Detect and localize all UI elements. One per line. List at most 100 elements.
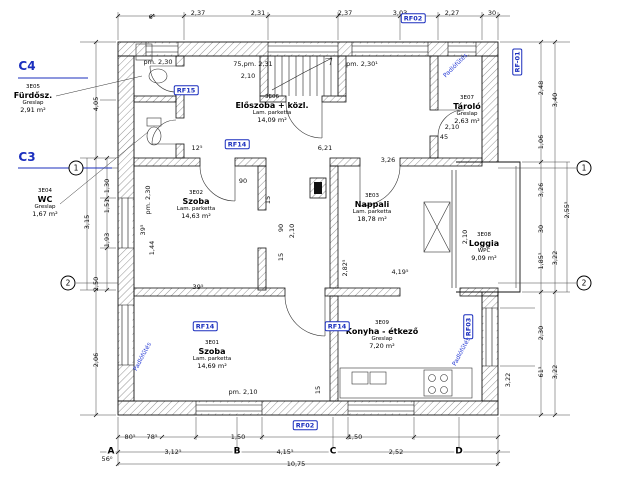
dimension-label: 39⁵ xyxy=(138,224,147,236)
dimension-label: 4,15⁵ xyxy=(276,447,294,456)
leader-lines xyxy=(55,75,149,205)
dimension-label: 2,82⁵ xyxy=(340,259,349,277)
dimension-label: 2,50 xyxy=(91,276,100,292)
room-name: Nappali xyxy=(354,199,390,209)
dimension-label: 3,22 xyxy=(550,250,559,266)
dimension-label: 15 xyxy=(313,385,322,395)
dimension-label: 3,26 xyxy=(380,155,396,164)
grid-bubble: 1 xyxy=(576,160,592,176)
room-name: Fürdősz. xyxy=(13,90,53,100)
dimension-label: 2,52 xyxy=(388,447,404,456)
room-name: Tároló xyxy=(453,101,481,111)
dimension-label: 1,93 xyxy=(102,232,111,248)
dimension-label: 6,21 xyxy=(317,143,333,152)
windows xyxy=(118,42,498,415)
dimension-label: 30 xyxy=(487,8,497,17)
dimension-label: 78⁵ xyxy=(146,432,158,441)
room-area: 2,91 m² xyxy=(20,105,46,114)
room-name: Szoba xyxy=(198,346,226,356)
dimension-label: 3,22 xyxy=(503,372,512,388)
rf-tag: RF03 xyxy=(463,314,473,340)
dimension-label: 45 xyxy=(439,132,449,141)
inner-walls xyxy=(133,55,499,402)
room-name: WC xyxy=(37,194,53,204)
dimension-label: 3,03 xyxy=(392,8,408,17)
dimension-label: 1,44 xyxy=(147,240,156,256)
grid-letter: C xyxy=(328,446,338,457)
room-area: 14,69 m² xyxy=(197,361,227,370)
dimension-label: 3,26 xyxy=(536,182,545,198)
grid-letter: B xyxy=(232,446,242,457)
stairs xyxy=(267,56,339,96)
bathroom-fixtures xyxy=(135,43,168,146)
rf-tag: RF14 xyxy=(224,139,250,149)
grid-letter: D xyxy=(454,446,464,457)
room-name: Szoba xyxy=(182,196,210,206)
dimension-label: 2,10 xyxy=(460,229,469,245)
room-area: 18,78 m² xyxy=(357,214,387,223)
dimension-label: 80⁵ xyxy=(124,432,136,441)
room-floor: Greslap xyxy=(456,111,478,118)
dimension-label: 2,55⁵ xyxy=(562,201,571,219)
room-name: Előszoba + közl. xyxy=(235,100,309,110)
dimension-label: 61⁵ xyxy=(536,366,545,378)
rf-tag: RF02 xyxy=(400,13,426,23)
dimension-label: 1,06 xyxy=(536,134,545,150)
dimension-label: 90 xyxy=(238,176,248,185)
section-marker: C3 xyxy=(18,150,36,164)
grid-bubble: 2 xyxy=(576,275,592,291)
door-arcs xyxy=(149,65,465,337)
rf-tag: RF-01 xyxy=(512,48,522,76)
dimension-label: 3,15 xyxy=(82,214,91,230)
dimension-label: pm. 2,30 xyxy=(143,185,152,215)
room-area: 2,63 m² xyxy=(454,116,480,125)
grid-letter: A xyxy=(106,446,116,457)
dimension-label: 30 xyxy=(536,224,545,234)
dimension-label: 2,31 xyxy=(250,8,266,17)
dimension-label: 3,40 xyxy=(550,92,559,108)
dimension-label: 1,50 xyxy=(230,432,246,441)
dimension-label: pm. 2,30 xyxy=(143,57,173,66)
room-floor: Greslap xyxy=(34,204,56,211)
dimension-label: pm. 2,10 xyxy=(228,387,258,396)
dimension-label: 2,30 xyxy=(536,325,545,341)
rf-tag: RF14 xyxy=(324,321,350,331)
dimension-label: 75,pm. 2,31 xyxy=(233,59,273,68)
dimension-label: 4,05 xyxy=(91,96,100,112)
room-floor: Greslap xyxy=(22,100,44,107)
section-lines xyxy=(18,77,112,169)
dimension-label: 39⁵ xyxy=(192,282,204,291)
dimension-label: 56⁰ xyxy=(101,454,113,463)
room-code: 3E01 xyxy=(205,340,219,346)
room-floor: WPC xyxy=(477,248,491,255)
grid-bubble: 2 xyxy=(60,275,76,291)
dimension-label: 1,51 xyxy=(102,198,111,214)
dimension-label: 2,48 xyxy=(536,80,545,96)
dimension-label: 4,19⁵ xyxy=(391,267,409,276)
dimension-label: pm. 2,30¹ xyxy=(346,59,378,68)
rf-tag: RF02 xyxy=(292,420,318,430)
room-name: Loggia xyxy=(468,238,500,248)
loggia-outline xyxy=(451,161,521,293)
room-code: 3E04 xyxy=(38,188,52,194)
dimension-label: 2,27 xyxy=(444,8,460,17)
dimension-label: 2,37 xyxy=(337,8,353,17)
dimension-label: 6⁰ xyxy=(148,12,156,21)
room-code: 3E07 xyxy=(460,95,474,101)
room-area: 14,63 m² xyxy=(181,211,211,220)
room-code: 3E08 xyxy=(477,232,491,238)
dimension-label: 15 xyxy=(276,252,285,262)
dimension-label: 2,37 xyxy=(190,8,206,17)
room-floor: Lam. parketta xyxy=(352,209,392,216)
wardrobe xyxy=(423,201,451,253)
room-area: 14,09 m² xyxy=(257,115,287,124)
